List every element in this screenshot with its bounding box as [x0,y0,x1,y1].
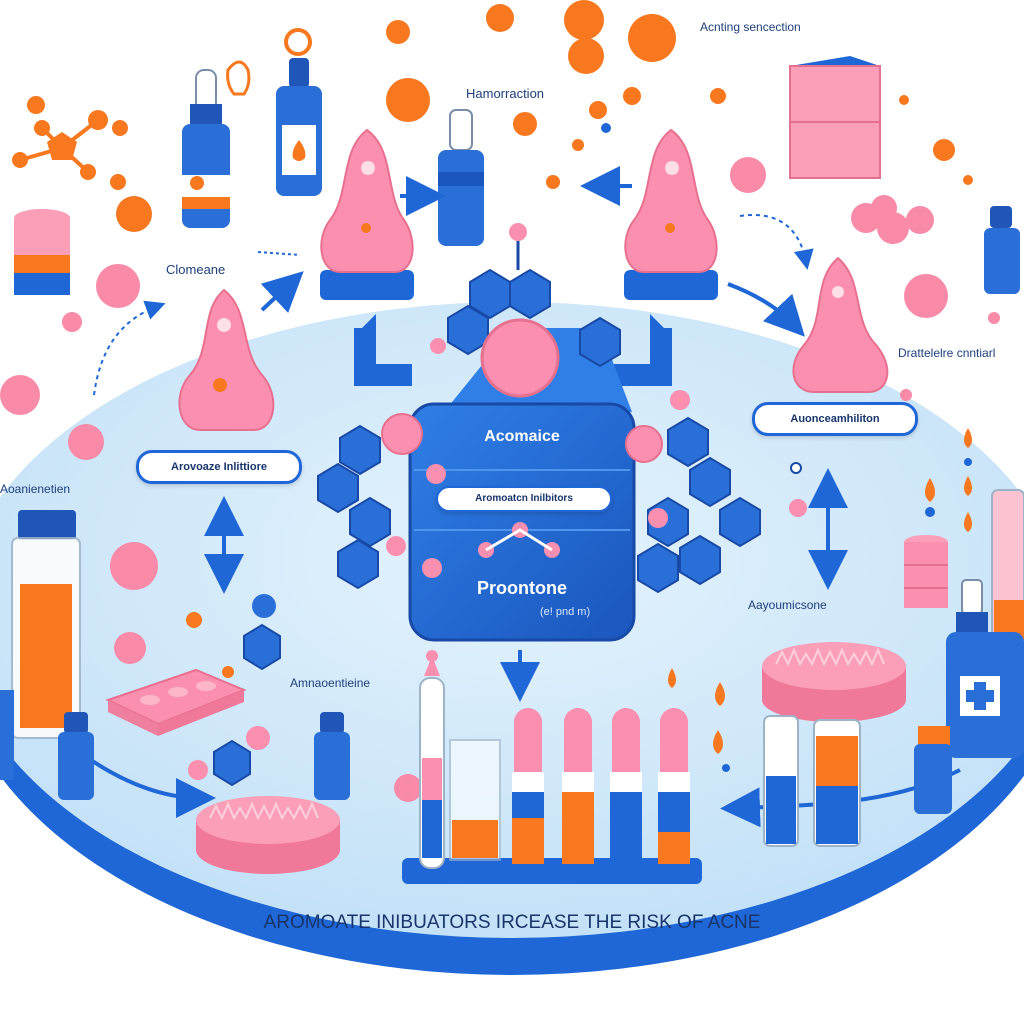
center-box-title: Acomaice [484,428,560,445]
pink-tray [105,668,247,736]
pill-center-inner: Aromoatcn Inilbitors [436,486,612,512]
pink-node-left [178,288,275,431]
dropper-bottle-1 [182,69,230,228]
molecule-pink-atoms [186,223,807,780]
bulb-icon [226,60,251,96]
pink-cylinder-left [14,209,70,295]
pink-tissue-block [789,56,881,179]
label-right-mid: Aayoumicsone [748,598,827,612]
medicine-bottle-right [946,579,1024,758]
bottle-top-center [438,109,484,246]
center-box-note: (e! pnd m) [540,606,591,618]
small-bottle-right [984,206,1020,294]
orange-sphere [116,196,152,232]
footer-caption: AROMOATE INIBUATORS IRCEASE THE RISK OF … [263,912,761,933]
test-tube-rack [402,650,702,884]
tubes-bottom-right [763,715,952,847]
vial-orange-left [11,510,81,739]
label-left-mid: Aoanienetien [0,482,71,496]
label-left-upper: Clomeane [166,262,226,277]
floating-spheres-top [386,0,973,189]
label-center-lower-left: Amnaoentieine [290,676,371,690]
pink-stack-right [904,535,948,608]
pink-cell-clusters [0,157,1000,802]
molecule-orange-topleft [12,96,128,190]
pill-right: Auonceamhiliton [752,402,918,436]
label-top-center: Hamorraction [466,86,545,101]
dropper-bottle-2 [276,28,322,196]
pill-left: Arovoaze Inlittiore [136,450,302,484]
center-box-subtitle: Proontone [477,578,567,598]
small-bottles-bottom-left [58,712,350,800]
label-right-upper: Drattelelre cnntiarl [898,346,996,360]
pink-dish-left [196,796,340,874]
pink-node-top-left [320,128,414,300]
elbow-arrows [340,314,686,386]
spiky-pink-cells [381,318,663,463]
edge-bottle-left [0,690,14,780]
tube-right-edge [991,489,1024,641]
pink-node-top-right [624,128,718,300]
pink-node-right [792,256,889,393]
pink-dish-right [762,642,906,722]
label-top-right: Acnting sencection [700,20,801,34]
orange-droplets [668,428,972,772]
